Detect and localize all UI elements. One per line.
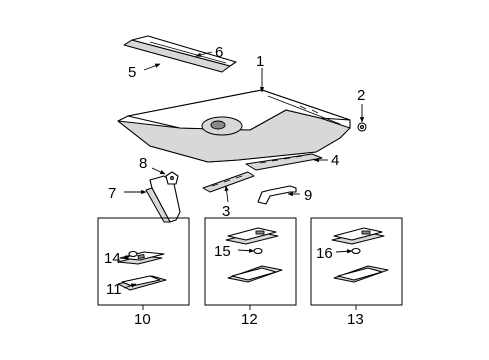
side-rail-part bbox=[245, 153, 323, 171]
headliner-part bbox=[117, 89, 351, 163]
callout-10: 10 bbox=[134, 311, 151, 328]
group-box-10 bbox=[97, 217, 190, 306]
callout-16: 16 bbox=[316, 245, 333, 262]
callout-11: 11 bbox=[106, 281, 122, 298]
callout-5: 5 bbox=[128, 64, 136, 81]
sun-visor-part bbox=[145, 175, 181, 223]
roof-pad-part bbox=[123, 35, 237, 73]
visor-holder-part bbox=[165, 171, 179, 185]
lens-part-14 bbox=[128, 250, 138, 258]
callout-14: 14 bbox=[104, 250, 121, 267]
lens-part-12 bbox=[227, 265, 283, 283]
leader-8 bbox=[151, 167, 166, 175]
bulb-part-16 bbox=[351, 247, 361, 255]
dome-lamp-assembly-13 bbox=[331, 227, 385, 245]
callout-8: 8 bbox=[139, 155, 147, 172]
leader-15 bbox=[237, 248, 255, 253]
grab-handle-part bbox=[257, 185, 297, 205]
leader-5 bbox=[143, 63, 161, 71]
callout-9: 9 bbox=[304, 187, 312, 204]
leader-3 bbox=[224, 185, 229, 203]
callout-15: 15 bbox=[214, 243, 231, 260]
callout-4: 4 bbox=[331, 152, 339, 169]
group-box-12 bbox=[204, 217, 297, 306]
callout-1: 1 bbox=[256, 53, 264, 70]
dome-lamp-assembly-12 bbox=[225, 227, 279, 245]
leader-6 bbox=[195, 51, 213, 57]
group-box-13 bbox=[310, 217, 403, 306]
leader-14 bbox=[123, 255, 131, 260]
clip-part bbox=[357, 122, 367, 132]
lens-part-13 bbox=[333, 265, 389, 283]
leader-11 bbox=[123, 283, 137, 289]
bulb-part-15 bbox=[253, 247, 263, 255]
leader-16 bbox=[335, 249, 353, 254]
callout-12: 12 bbox=[241, 311, 258, 328]
map-lamp-assembly-10 bbox=[117, 251, 165, 265]
callout-3: 3 bbox=[222, 203, 230, 220]
callout-2: 2 bbox=[357, 87, 365, 104]
center-rail-part bbox=[202, 171, 255, 193]
callout-7: 7 bbox=[108, 185, 116, 202]
callout-6: 6 bbox=[215, 44, 223, 61]
callout-13: 13 bbox=[347, 311, 364, 328]
